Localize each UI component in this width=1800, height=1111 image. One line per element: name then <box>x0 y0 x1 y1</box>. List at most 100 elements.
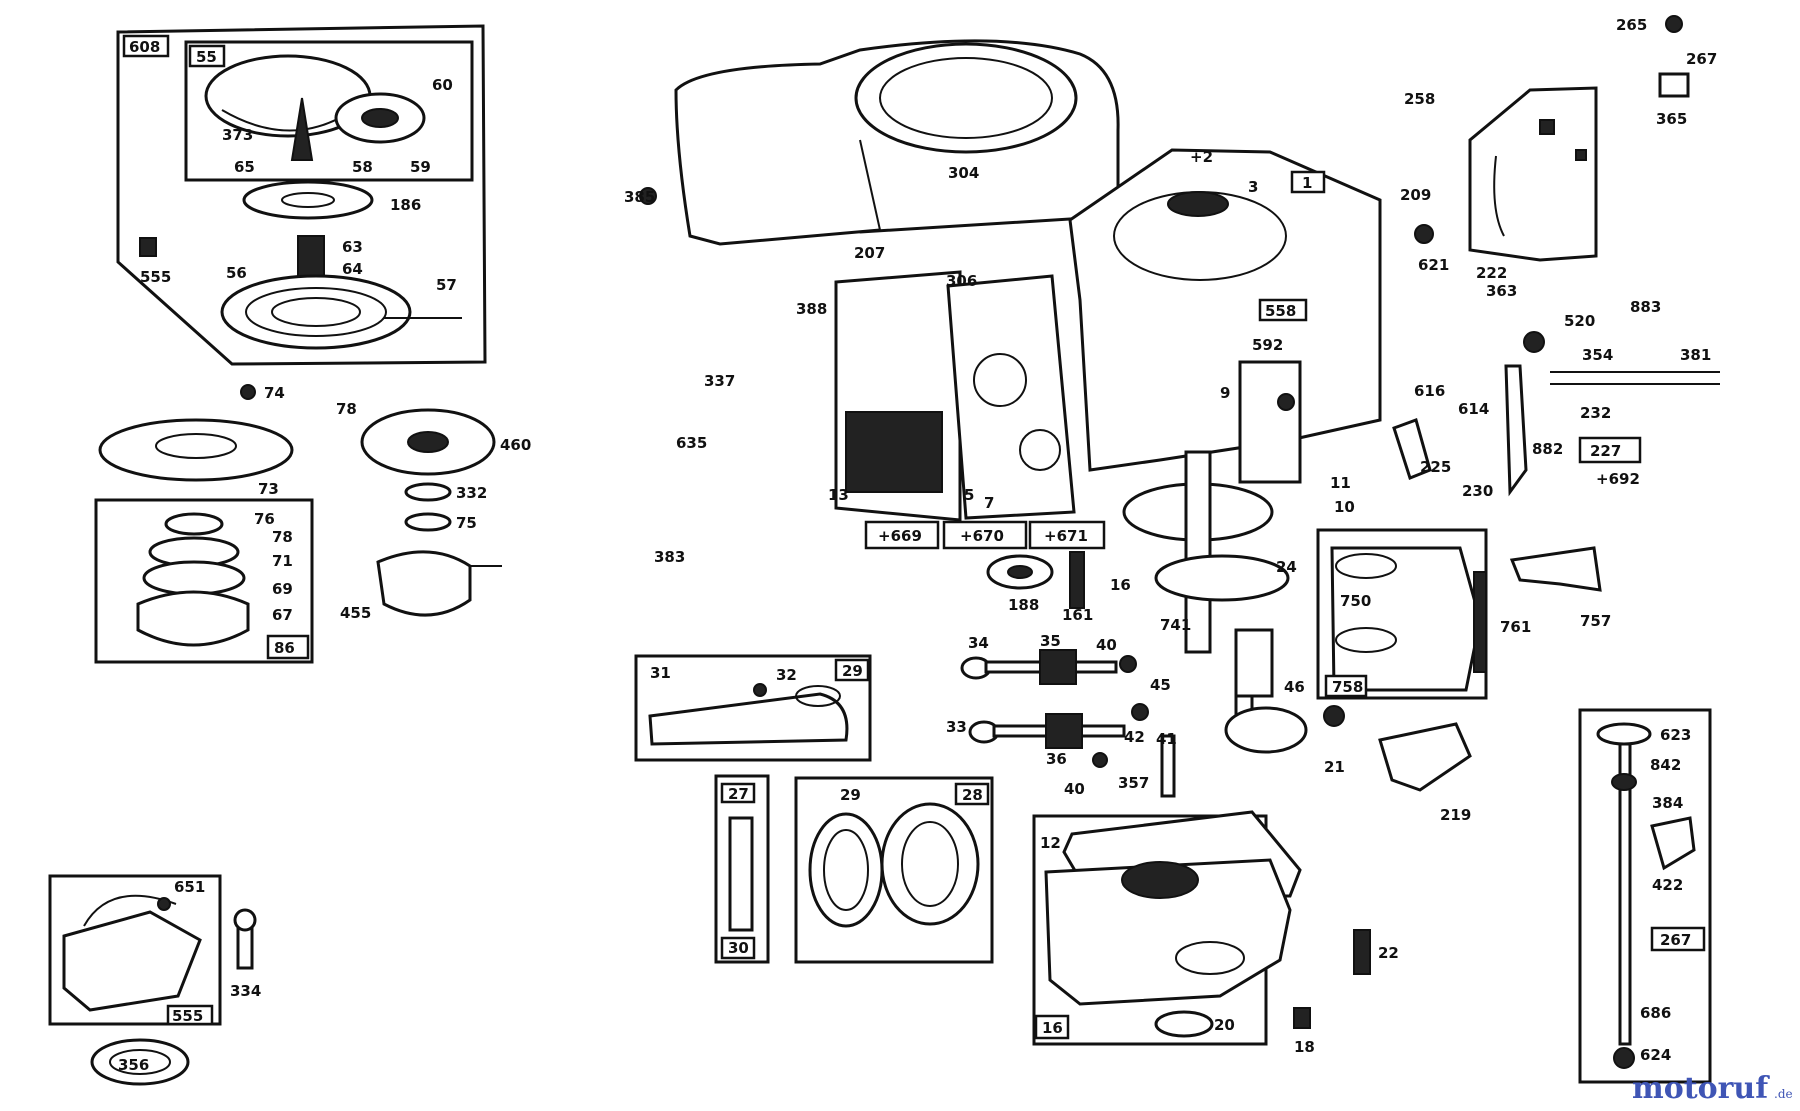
label-422: 422 <box>1652 876 1683 894</box>
label-883: 883 <box>1630 298 1661 316</box>
label-757: 757 <box>1580 612 1611 630</box>
flywheel-screen <box>98 418 294 482</box>
clutch-455 <box>376 550 472 617</box>
box-tag-55: 55 <box>196 48 217 66</box>
label-337: 337 <box>704 372 735 390</box>
label-21: 21 <box>1324 758 1345 776</box>
label-41: 41 <box>1156 730 1177 748</box>
governor-lever <box>1504 364 1528 497</box>
box-tag-555b: 555 <box>172 1007 203 1025</box>
label-76: 76 <box>254 510 275 528</box>
label-74: 74 <box>264 384 285 402</box>
armature-body <box>62 910 202 1012</box>
label-33: 33 <box>946 718 967 736</box>
flywheel-assembly: 86 74 73 78 460 332 75 455 76 78 71 69 6… <box>94 384 531 664</box>
label-222: 222 <box>1476 264 1507 282</box>
label-381: 381 <box>1680 346 1711 364</box>
box-tag-558: 558 <box>1265 302 1296 320</box>
label-455: 455 <box>340 604 371 622</box>
label-265: 265 <box>1616 16 1647 34</box>
label-520: 520 <box>1564 312 1595 330</box>
label-356: 356 <box>118 1056 149 1074</box>
label-46: 46 <box>1284 678 1305 696</box>
breather-box <box>634 654 872 762</box>
label-304: 304 <box>948 164 979 182</box>
label-616: 616 <box>1414 382 1445 400</box>
label-29: 29 <box>840 786 861 804</box>
label-57: 57 <box>436 276 457 294</box>
box-tag-758: 758 <box>1332 678 1363 696</box>
label-78a: 78 <box>336 400 357 418</box>
label-2: +2 <box>1190 148 1213 166</box>
label-388: 388 <box>796 300 827 318</box>
label-40a: 40 <box>1096 636 1117 654</box>
label-32: 32 <box>776 666 797 684</box>
box-tag-27: 27 <box>728 785 749 803</box>
starter-sub-box <box>184 40 474 182</box>
label-42: 42 <box>1124 728 1145 746</box>
sump-group: 16 12 22 20 18 <box>1032 810 1399 1056</box>
label-267: 267 <box>1686 50 1717 68</box>
label-750: 750 <box>1340 592 1371 610</box>
label-258: 258 <box>1404 90 1435 108</box>
label-11: 11 <box>1330 474 1351 492</box>
label-34: 34 <box>968 634 989 652</box>
filter-sleeve <box>880 802 980 926</box>
label-383: 383 <box>654 548 685 566</box>
label-36: 36 <box>1046 750 1067 768</box>
label-73: 73 <box>258 480 279 498</box>
label-334: 334 <box>230 982 261 1000</box>
label-58: 58 <box>352 158 373 176</box>
pulley-hub <box>297 235 325 277</box>
label-225: 225 <box>1420 458 1451 476</box>
breather-body <box>648 692 849 746</box>
label-60: 60 <box>432 76 453 94</box>
bracket-757 <box>1509 546 1602 592</box>
breather-group: 29 31 32 <box>634 654 872 762</box>
cylinder-head <box>946 274 1076 520</box>
cam-gear <box>1224 706 1308 754</box>
crankshaft-assembly: 16 24 741 188 161 <box>986 450 1297 654</box>
starter-pulley <box>220 274 412 350</box>
starter-assembly: 608 55 60 373 65 58 59 186 555 63 64 56 … <box>116 24 487 366</box>
armature-box <box>48 874 222 1026</box>
label-78b: 78 <box>272 528 293 546</box>
governor-bracket-219 <box>1378 722 1472 792</box>
label-13: 13 <box>828 486 849 504</box>
label-31: 31 <box>650 664 671 682</box>
label-651: 651 <box>174 878 205 896</box>
box-tag-29: 29 <box>842 662 863 680</box>
label-45: 45 <box>1150 676 1171 694</box>
washer-186 <box>242 180 374 220</box>
box-tag-16: 16 <box>1042 1019 1063 1037</box>
label-761: 761 <box>1500 618 1531 636</box>
watermark-brand: motoruf <box>1632 1071 1770 1106</box>
box-tag-28: 28 <box>962 786 983 804</box>
label-18: 18 <box>1294 1038 1315 1056</box>
label-69: 69 <box>272 580 293 598</box>
label-24: 24 <box>1276 558 1297 576</box>
label-10: 10 <box>1334 498 1355 516</box>
label-71: 71 <box>272 552 293 570</box>
gasket-box <box>714 774 770 964</box>
label-741: 741 <box>1160 616 1191 634</box>
oil-sump <box>1044 858 1292 1006</box>
box-tag-1: 1 <box>1302 174 1312 192</box>
box-tag-671: +671 <box>1044 527 1088 545</box>
label-188: 188 <box>1008 596 1039 614</box>
muffler-bracket-group: 758 750 761 757 <box>1316 528 1611 700</box>
label-614: 614 <box>1458 400 1489 418</box>
label-16: 16 <box>1110 576 1131 594</box>
box-tag-670: +670 <box>960 527 1004 545</box>
label-232: 232 <box>1580 404 1611 422</box>
armature-group: 555 651 334 356 <box>48 874 261 1086</box>
label-365: 365 <box>1656 110 1687 128</box>
label-56: 56 <box>226 264 247 282</box>
label-40b: 40 <box>1064 780 1085 798</box>
dipstick-box <box>1578 708 1712 1084</box>
flywheel-box <box>94 498 314 664</box>
label-555: 555 <box>140 268 171 286</box>
label-59: 59 <box>410 158 431 176</box>
label-3: 3 <box>1248 178 1258 196</box>
label-75: 75 <box>456 514 477 532</box>
